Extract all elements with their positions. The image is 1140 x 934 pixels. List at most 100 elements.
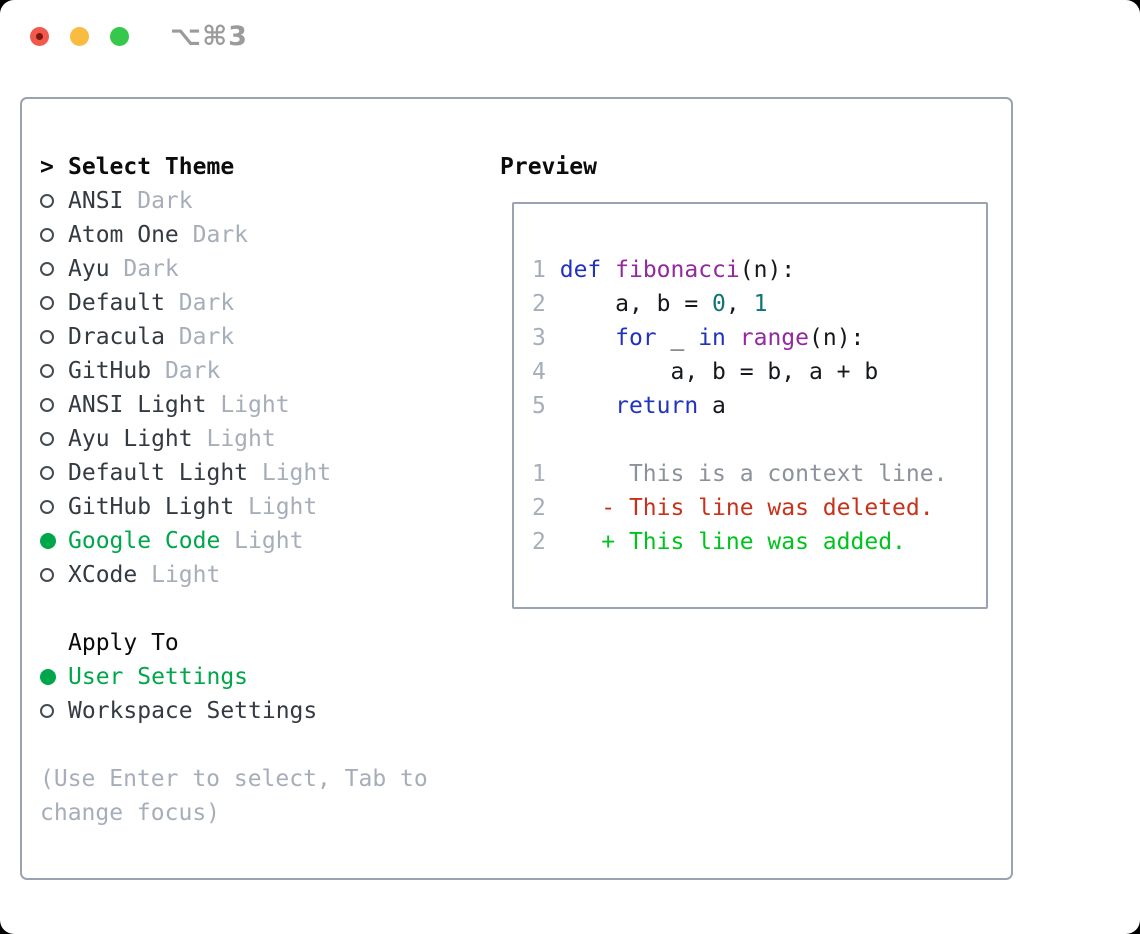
theme-variant-label: Dark: [123, 188, 193, 214]
code-line: 4 a, b = b, a + b: [532, 355, 982, 389]
code-segment: a, b =: [545, 291, 713, 317]
theme-variant-label: Light: [234, 494, 318, 520]
option-label: GitHub: [68, 358, 152, 384]
option-label: GitHub Light: [68, 494, 235, 520]
theme-option[interactable]: Ayu Dark: [40, 252, 331, 286]
apply-to-title: Apply To: [68, 630, 179, 656]
theme-option[interactable]: Ayu Light Light: [40, 422, 331, 456]
code-segment: return: [615, 393, 699, 419]
select-theme-title: Select Theme: [68, 154, 235, 180]
radio-icon: [40, 262, 54, 276]
code-segment: (n):: [809, 325, 865, 351]
code-segment: 0: [712, 291, 726, 317]
radio-icon: [40, 432, 54, 446]
select-theme-header: > Select Theme: [40, 150, 234, 184]
close-button-icon[interactable]: [30, 27, 49, 46]
theme-option[interactable]: XCode Light: [40, 558, 331, 592]
code-segment: + This line was added.: [601, 529, 906, 555]
theme-variant-label: Dark: [164, 290, 235, 316]
code-segment: 1: [753, 291, 768, 317]
code-segment: [726, 325, 740, 351]
theme-variant-label: Light: [192, 426, 276, 452]
prompt-caret: >: [40, 154, 54, 180]
option-label: Dracula: [68, 324, 165, 350]
keyboard-hint: (Use Enter to select, Tab to change focu…: [40, 766, 428, 826]
code-segment: 2: [532, 495, 546, 521]
apply-to-option[interactable]: User Settings: [40, 660, 317, 694]
theme-option[interactable]: Google Code Light: [40, 524, 331, 558]
radio-icon: [40, 568, 54, 582]
code-segment: 5: [532, 393, 546, 419]
code-line: 1 def fibonacci(n):: [532, 253, 982, 287]
option-label: Ayu Light: [68, 426, 193, 452]
radio-icon: [40, 466, 54, 480]
code-line: 2 a, b = 0, 1: [532, 287, 982, 321]
radio-selected-icon: [40, 669, 56, 685]
radio-icon: [40, 364, 54, 378]
theme-variant-label: Light: [206, 392, 290, 418]
minimize-button-icon[interactable]: [70, 27, 89, 46]
theme-option[interactable]: Default Dark: [40, 286, 331, 320]
theme-variant-label: Dark: [151, 358, 221, 384]
radio-icon: [40, 194, 54, 208]
apply-to-option[interactable]: Workspace Settings: [40, 694, 317, 728]
radio-icon: [40, 500, 54, 514]
radio-selected-icon: [40, 533, 56, 549]
option-label: Google Code: [68, 528, 221, 554]
preview-title: Preview: [500, 154, 597, 180]
option-label: Ayu: [68, 256, 110, 282]
option-label: Default: [68, 290, 165, 316]
theme-option[interactable]: Atom One Dark: [40, 218, 331, 252]
theme-variant-label: Light: [220, 528, 304, 554]
code-segment: - This line was deleted.: [601, 495, 934, 521]
code-line: 1 This is a context line.: [532, 457, 982, 491]
code-segment: 1: [532, 461, 546, 487]
option-label: User Settings: [68, 664, 249, 690]
code-line: [532, 423, 982, 457]
code-segment: _: [656, 325, 699, 351]
code-segment: [546, 257, 560, 283]
theme-variant-label: Dark: [178, 222, 249, 248]
theme-variant-label: Dark: [109, 256, 179, 282]
window-title: ⌥⌘3: [170, 21, 248, 52]
theme-option[interactable]: Default Light Light: [40, 456, 331, 490]
theme-option[interactable]: ANSI Dark: [40, 184, 331, 218]
theme-option[interactable]: Dracula Dark: [40, 320, 331, 354]
theme-variant-label: Light: [248, 460, 332, 486]
option-label: ANSI: [68, 188, 124, 214]
code-line: 2 + This line was added.: [532, 525, 982, 559]
option-label: Workspace Settings: [68, 698, 318, 724]
code-segment: [546, 495, 601, 521]
theme-option[interactable]: ANSI Light Light: [40, 388, 331, 422]
code-segment: range: [739, 325, 810, 351]
radio-icon: [40, 398, 54, 412]
code-segment: [546, 325, 615, 351]
option-label: ANSI Light: [68, 392, 207, 418]
zoom-button-icon[interactable]: [110, 27, 129, 46]
radio-icon: [40, 704, 54, 718]
radio-icon: [40, 228, 54, 242]
option-label: Default Light: [68, 460, 249, 486]
code-segment: (n):: [739, 257, 796, 283]
code-line: 3 for _ in range(n):: [532, 321, 982, 355]
code-segment: a: [698, 393, 726, 419]
code-segment: def: [559, 257, 602, 283]
radio-icon: [40, 296, 54, 310]
code-segment: 2: [532, 291, 546, 317]
code-segment: for: [615, 325, 657, 351]
theme-option[interactable]: GitHub Dark: [40, 354, 331, 388]
radio-icon: [40, 330, 54, 344]
option-label: Atom One: [68, 222, 179, 248]
code-line: 5 return a: [532, 389, 982, 423]
theme-option[interactable]: GitHub Light Light: [40, 490, 331, 524]
code-segment: 1: [532, 257, 546, 283]
theme-variant-label: Light: [137, 562, 221, 588]
theme-variant-label: Dark: [164, 324, 235, 350]
preview-header: Preview: [500, 150, 597, 184]
